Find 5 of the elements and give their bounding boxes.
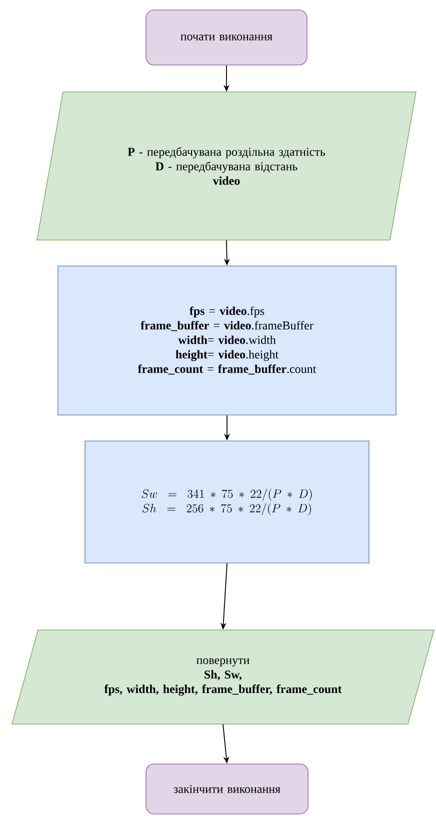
process-box: fps = video.fps frame_buffer = video.frameBuffer width= video.width height= video.height frame_count = frame_buffer.count (58, 266, 396, 416)
process-box: $Sw = 341*75*22/(P*D)$ $Sh = 256*75*22/(P*D)$ (84, 440, 370, 564)
data-parallelogram: P - передбачувана роздільна здатність D - передбачувана відстань video (36, 92, 416, 240)
terminal-box: почати виконання (146, 10, 308, 66)
terminal-box: закінчити виконання (146, 764, 308, 814)
